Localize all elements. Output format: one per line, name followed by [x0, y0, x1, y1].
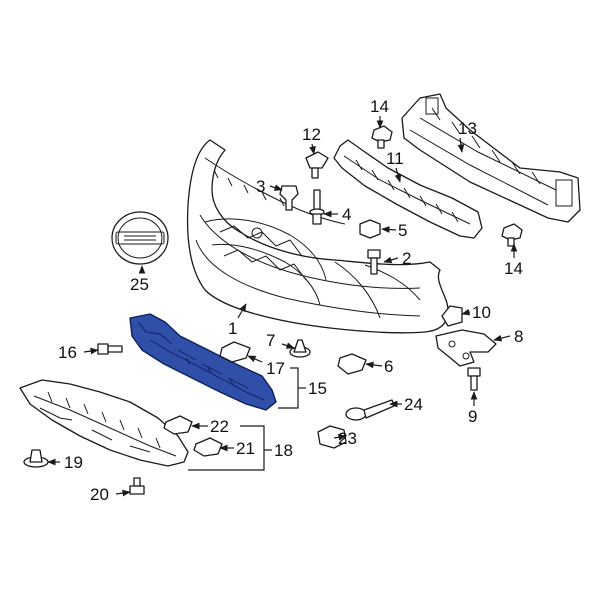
- clip-6: [337, 353, 367, 375]
- callout-10: 10: [472, 303, 491, 322]
- callout-24: 24: [404, 395, 423, 414]
- callout-14-top: 14: [370, 97, 389, 116]
- bolt-14-bottom: [501, 223, 523, 247]
- bolt-16: [97, 343, 123, 355]
- emblem: [111, 211, 169, 265]
- callout-6: 6: [384, 357, 393, 376]
- callout-8: 8: [514, 327, 523, 346]
- callout-12: 12: [302, 125, 321, 144]
- callout-11: 11: [386, 149, 404, 168]
- tow-cover-23: [317, 425, 347, 449]
- lower-absorber-highlighted: [129, 313, 277, 411]
- reinforcement-beam: [401, 93, 581, 223]
- callout-labels: 1 2 3 4 5 6 7 8 9 10 11 12 13 14 14 15 1…: [58, 97, 523, 504]
- clip-22: [163, 415, 193, 435]
- bolt-20: [129, 477, 145, 495]
- callout-7: 7: [266, 331, 275, 350]
- callout-14-bottom: 14: [504, 259, 523, 278]
- bolt-9: [467, 367, 481, 391]
- tow-hook-24: [345, 399, 395, 421]
- bumper-cover: [186, 139, 449, 334]
- callout-3: 3: [256, 177, 265, 196]
- callout-17: 17: [266, 359, 285, 378]
- callout-21: 21: [236, 439, 255, 458]
- callout-16: 16: [58, 343, 77, 362]
- lower-undercover: [19, 379, 189, 467]
- clip-3: [279, 185, 299, 211]
- clip-12: [305, 151, 329, 179]
- energy-absorber: [333, 139, 483, 239]
- push-clip-7: [289, 339, 311, 358]
- leader-lines: [47, 116, 518, 497]
- callout-23: 23: [338, 429, 357, 448]
- clip-21: [193, 437, 223, 457]
- bolt-14-top: [371, 125, 393, 149]
- callout-19: 19: [64, 453, 83, 472]
- callout-4: 4: [342, 205, 351, 224]
- callout-22: 22: [210, 417, 229, 436]
- callout-15: 15: [308, 379, 327, 398]
- bracket-8: [435, 329, 497, 367]
- callout-2: 2: [402, 249, 411, 268]
- callout-25: 25: [130, 275, 149, 294]
- callout-20: 20: [90, 485, 109, 504]
- callout-1: 1: [228, 319, 237, 338]
- callout-9: 9: [468, 407, 477, 426]
- group-brackets: [188, 367, 306, 471]
- nut-5: [359, 219, 381, 239]
- push-clip-19: [23, 449, 49, 468]
- bolt-2: [367, 249, 381, 275]
- callout-13: 13: [458, 119, 477, 138]
- clip-17: [219, 341, 251, 363]
- callout-5: 5: [398, 221, 407, 240]
- rivet-4: [309, 189, 325, 225]
- callout-18: 18: [274, 441, 293, 460]
